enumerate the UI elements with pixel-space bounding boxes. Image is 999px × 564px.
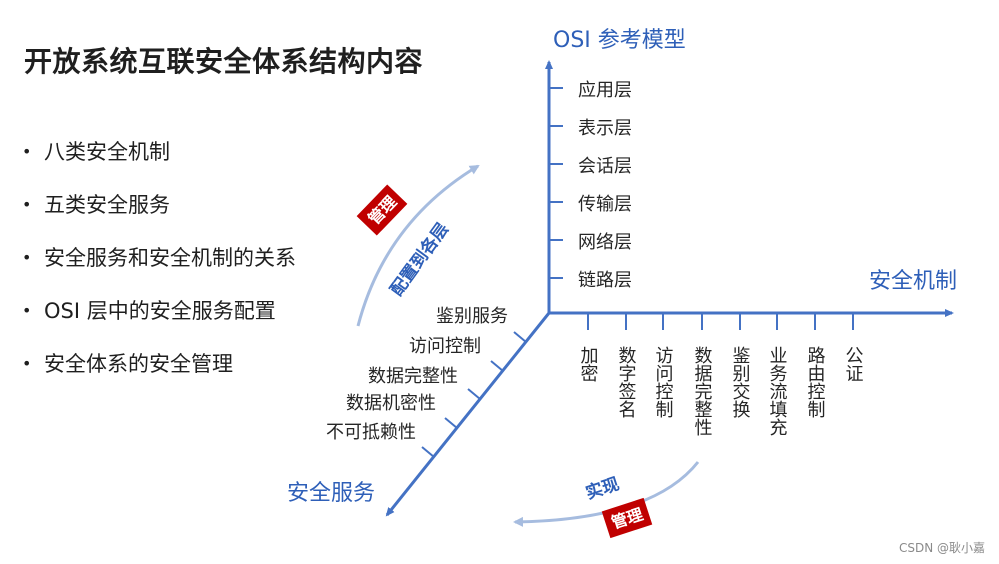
bullet-text: 安全服务和安全机制的关系: [44, 246, 296, 270]
lower-management-badge: 管理: [601, 497, 653, 539]
bullet-item: • 安全体系的安全管理: [22, 344, 296, 397]
service-tick: [490, 360, 504, 372]
bullet-item: • 八类安全机制: [22, 132, 296, 185]
service-ticks: [421, 331, 527, 458]
bullet-text: 五类安全服务: [44, 193, 170, 217]
service-tick: [421, 446, 435, 458]
mechanism-label: 业务流填充: [767, 346, 788, 436]
mechanism-label: 数字签名: [616, 346, 637, 418]
service-label: 访问控制: [409, 336, 481, 357]
osi-layer-label: 网络层: [578, 232, 632, 253]
bullet-text: 八类安全机制: [44, 140, 170, 164]
osi-layer-ticks: [549, 87, 563, 279]
mechanism-ticks: [587, 313, 854, 330]
mechanism-axis-label: 安全机制: [869, 269, 957, 294]
service-tick: [444, 417, 458, 429]
service-axis: [385, 312, 551, 517]
service-axis-label: 安全服务: [287, 481, 375, 506]
lower-arc-label: 实现: [583, 473, 622, 503]
bullet-text: 安全体系的安全管理: [44, 352, 233, 376]
bullet-item: • 安全服务和安全机制的关系: [22, 238, 296, 291]
osi-layer-label: 传输层: [578, 194, 632, 215]
bullet-dot-icon: •: [22, 354, 32, 373]
bullet-dot-icon: •: [22, 248, 32, 267]
bullet-item: • 五类安全服务: [22, 185, 296, 238]
service-tick: [513, 331, 527, 343]
upper-management-badge: 管理: [356, 184, 408, 236]
service-label: 数据完整性: [368, 366, 458, 387]
osi-layer-label: 链路层: [578, 270, 632, 291]
osi-axis-label: OSI 参考模型: [553, 28, 686, 53]
mechanism-label: 公证: [843, 346, 864, 382]
bullet-text: OSI 层中的安全服务配置: [44, 299, 276, 323]
service-tick: [467, 388, 481, 400]
mechanism-label: 加密: [578, 346, 599, 382]
content-bullet-list: • 八类安全机制 • 五类安全服务 • 安全服务和安全机制的关系 • OSI 层中的安全…: [22, 132, 296, 397]
service-label: 数据机密性: [346, 393, 436, 414]
upper-arc-arrow: [356, 164, 480, 327]
osi-layer-label: 表示层: [578, 118, 632, 139]
bullet-dot-icon: •: [22, 142, 32, 161]
mechanism-label: 数据完整性: [692, 346, 713, 436]
service-label: 鉴别服务: [436, 306, 508, 327]
osi-layer-label: 会话层: [578, 156, 632, 177]
bullet-item: • OSI 层中的安全服务配置: [22, 291, 296, 344]
upper-arc-label: 配置到各层: [386, 219, 453, 300]
service-label: 不可抵赖性: [326, 422, 416, 443]
csdn-watermark: CSDN @耿小嘉: [898, 541, 985, 555]
bullet-dot-icon: •: [22, 301, 32, 320]
page-title: 开放系统互联安全体系结构内容: [24, 45, 424, 78]
mechanism-label: 访问控制: [653, 346, 674, 418]
mechanism-label: 鉴别交换: [730, 346, 751, 418]
bullet-dot-icon: •: [22, 195, 32, 214]
mechanism-label: 路由控制: [805, 346, 826, 418]
osi-layer-label: 应用层: [578, 80, 632, 101]
